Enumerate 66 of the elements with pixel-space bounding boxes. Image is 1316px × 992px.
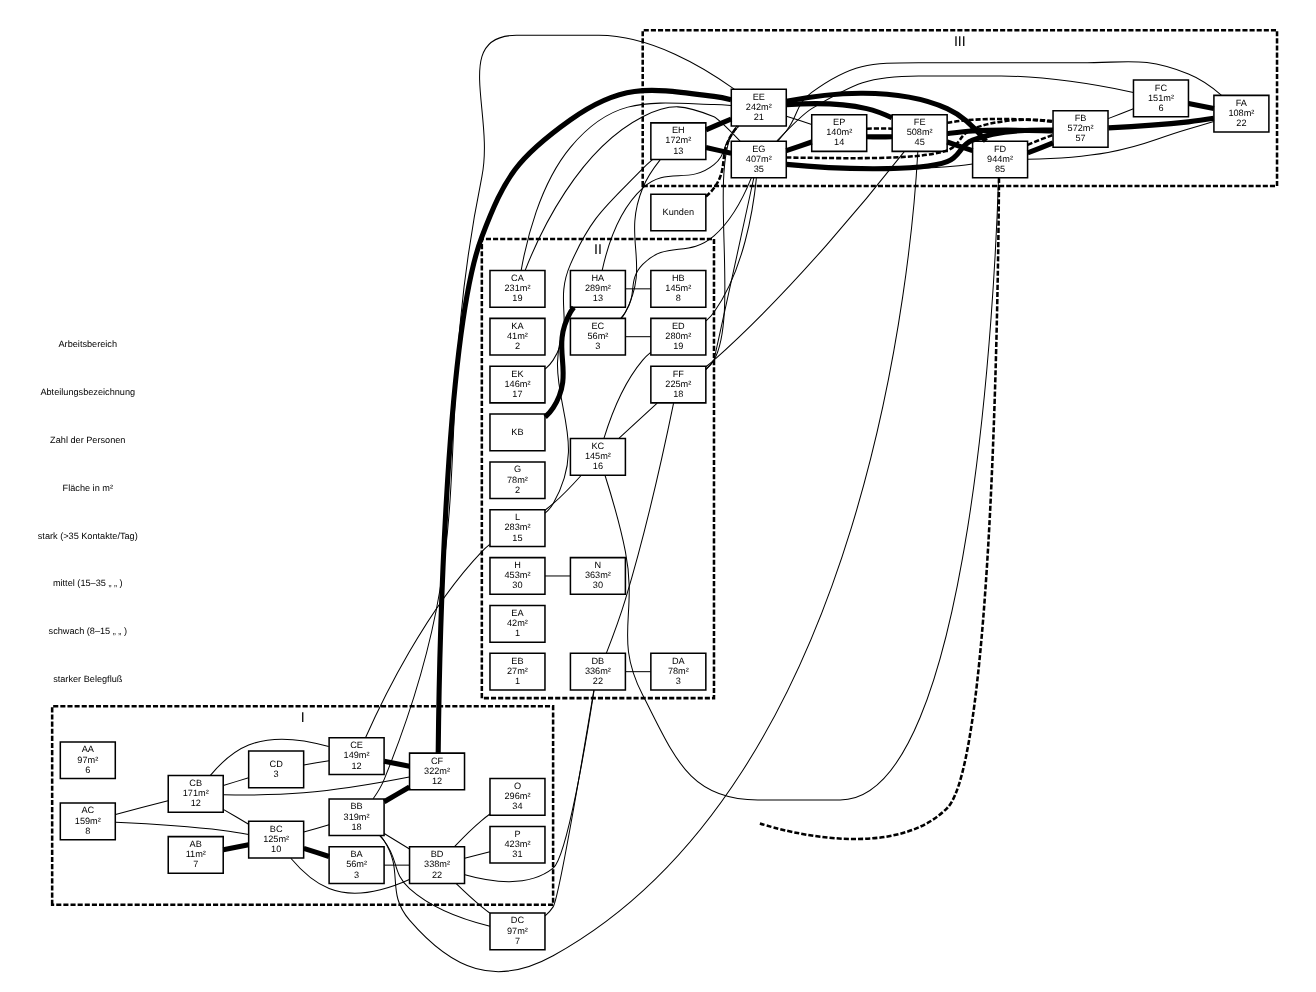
connector	[543, 158, 652, 369]
connector	[1026, 132, 1053, 145]
connector	[758, 177, 1000, 840]
connector	[785, 117, 1053, 159]
connector	[434, 86, 731, 753]
connector	[704, 124, 737, 370]
connector	[704, 176, 756, 321]
connector	[378, 149, 918, 972]
connector	[1107, 114, 1214, 130]
connector	[1026, 120, 1214, 159]
connector	[704, 143, 731, 155]
connector	[785, 126, 1053, 171]
connector	[775, 74, 1133, 141]
connector	[946, 126, 1052, 136]
connector	[784, 89, 987, 142]
connector	[542, 304, 575, 418]
connector	[364, 542, 490, 738]
connector	[208, 737, 329, 775]
connector	[302, 823, 329, 832]
connector	[114, 820, 249, 834]
connector	[378, 834, 490, 926]
connector	[784, 138, 812, 152]
connector	[453, 812, 490, 846]
connector	[371, 33, 734, 799]
connector	[543, 305, 574, 513]
connector	[619, 158, 660, 318]
connector	[382, 863, 409, 865]
connector	[623, 335, 651, 337]
connector	[221, 807, 249, 824]
connector	[463, 688, 594, 882]
connector	[785, 100, 892, 120]
connector	[602, 350, 651, 438]
connector	[221, 776, 249, 786]
connector	[617, 401, 657, 438]
connector	[600, 124, 739, 270]
connector	[543, 688, 594, 916]
connector	[865, 133, 892, 139]
connector	[301, 844, 329, 858]
connector	[776, 60, 1221, 141]
connector	[945, 138, 973, 152]
connector	[703, 115, 732, 132]
connector	[222, 775, 409, 795]
connector	[543, 574, 570, 576]
connector	[114, 799, 168, 814]
connector	[623, 287, 651, 289]
connector	[1187, 100, 1214, 111]
connector	[603, 176, 999, 800]
connector	[704, 149, 904, 367]
connector	[604, 401, 674, 653]
connector	[543, 473, 581, 510]
connector	[381, 783, 410, 803]
connector	[221, 841, 249, 852]
connector	[454, 882, 490, 913]
connector	[865, 126, 892, 129]
connector	[382, 757, 409, 768]
connector	[1025, 139, 1053, 155]
connector	[1106, 107, 1133, 119]
connector	[946, 116, 1052, 124]
connector	[784, 114, 812, 124]
connector	[619, 176, 751, 318]
connector	[623, 670, 651, 672]
connector	[704, 124, 738, 197]
connector	[382, 831, 409, 849]
connector	[463, 850, 490, 858]
connector	[289, 856, 409, 893]
connector	[302, 759, 329, 765]
